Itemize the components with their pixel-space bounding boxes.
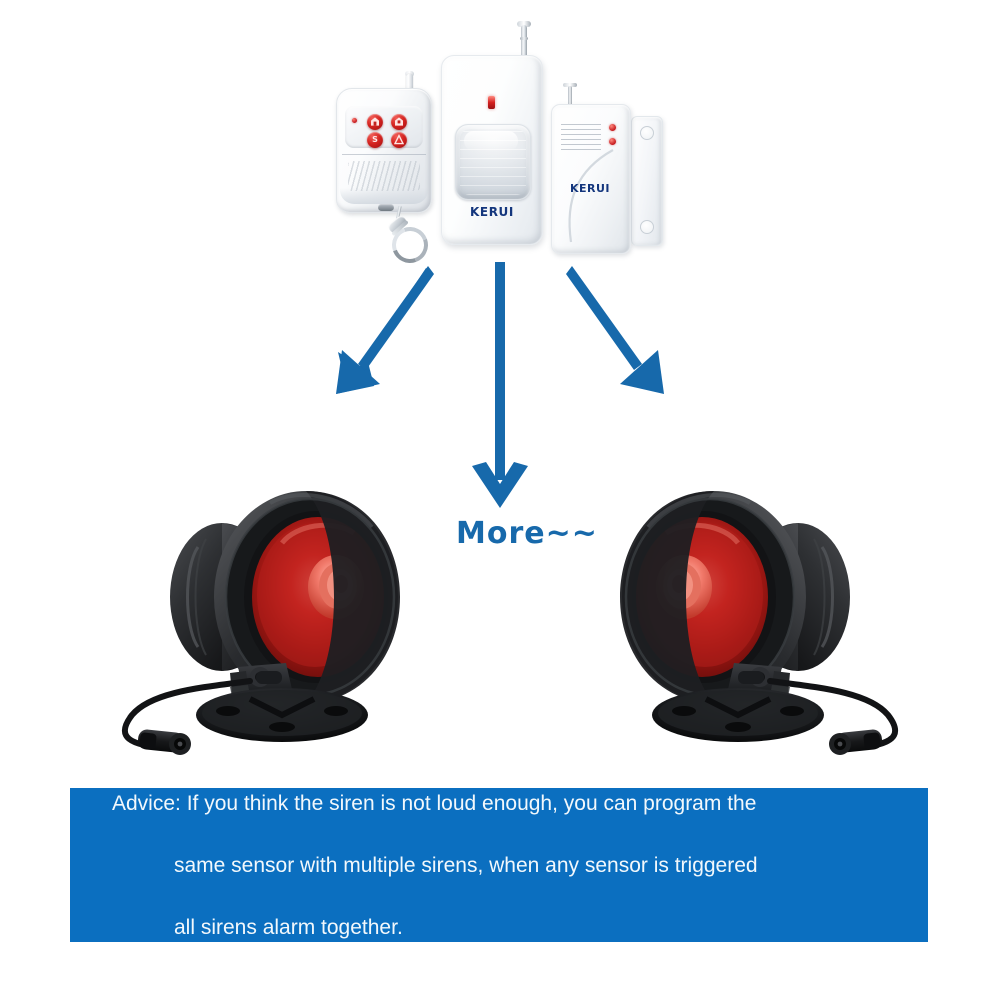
remote-keyring-hole xyxy=(378,204,394,211)
door-sensor-antenna xyxy=(568,86,572,106)
pir-fresnel-lens xyxy=(455,124,531,200)
siren-base-plate xyxy=(196,688,368,742)
pir-lens-gloss xyxy=(464,131,518,151)
door-sensor-antenna-top xyxy=(563,83,577,87)
magnet-screw-hole-bottom xyxy=(640,220,654,234)
pir-antenna-segment xyxy=(520,37,528,40)
more-label: More~~ xyxy=(456,516,598,551)
remote-sos-button[interactable]: S xyxy=(367,132,383,148)
alarm-bell-icon xyxy=(393,134,405,145)
door-window-contact-sensor: KERUI xyxy=(551,83,667,254)
pir-antenna-knob xyxy=(517,21,531,27)
siren-base-plate xyxy=(652,688,824,742)
remote-antenna xyxy=(406,74,413,93)
siren-speaker-right xyxy=(620,491,899,755)
siren-speaker-left xyxy=(121,491,400,755)
remote-grip-texture xyxy=(348,161,420,191)
dc-barrel-jack xyxy=(829,729,883,755)
door-sensor-brand-logo: KERUI xyxy=(569,182,611,195)
remote-alarm-button[interactable] xyxy=(391,132,407,148)
unlock-icon xyxy=(395,117,403,126)
remote-lock-button[interactable] xyxy=(367,114,383,130)
pir-brand-logo: KERUI xyxy=(470,205,514,219)
remote-led-indicator xyxy=(352,118,357,123)
lock-icon xyxy=(371,117,379,126)
arrow-to-right-siren xyxy=(566,266,664,394)
door-sensor-led-bottom xyxy=(609,138,616,145)
remote-bottom-shade xyxy=(340,188,428,204)
keychain-clasp xyxy=(378,205,434,269)
advice-line-1: Advice: If you think the siren is not lo… xyxy=(112,791,757,815)
advice-line-2: same sensor with multiple sirens, when a… xyxy=(174,853,758,877)
siren-power-cable xyxy=(767,678,899,755)
door-sensor-led-top xyxy=(609,124,616,131)
remote-unlock-button[interactable] xyxy=(391,114,407,130)
arrow-to-more xyxy=(472,262,528,508)
pir-motion-sensor: KERUI xyxy=(441,21,543,245)
arrow-to-left-siren xyxy=(336,266,434,394)
remote-control-keyfob: S xyxy=(336,71,432,213)
remote-seam xyxy=(342,154,426,155)
siren-power-cable xyxy=(121,678,253,755)
door-sensor-vent-lines xyxy=(561,124,601,152)
pir-led-indicator xyxy=(488,96,495,109)
advice-line-3: all sirens alarm together. xyxy=(174,915,403,939)
advice-banner: Advice: If you think the siren is not lo… xyxy=(70,788,928,942)
magnet-screw-hole-top xyxy=(640,126,654,140)
door-sensor-swoosh-curve xyxy=(568,149,614,243)
remote-button-panel xyxy=(345,106,423,148)
siren-front-rim xyxy=(620,491,796,703)
advice-text: Advice: If you think the siren is not lo… xyxy=(70,757,792,974)
dc-barrel-jack xyxy=(137,729,191,755)
pir-antenna xyxy=(521,25,527,58)
